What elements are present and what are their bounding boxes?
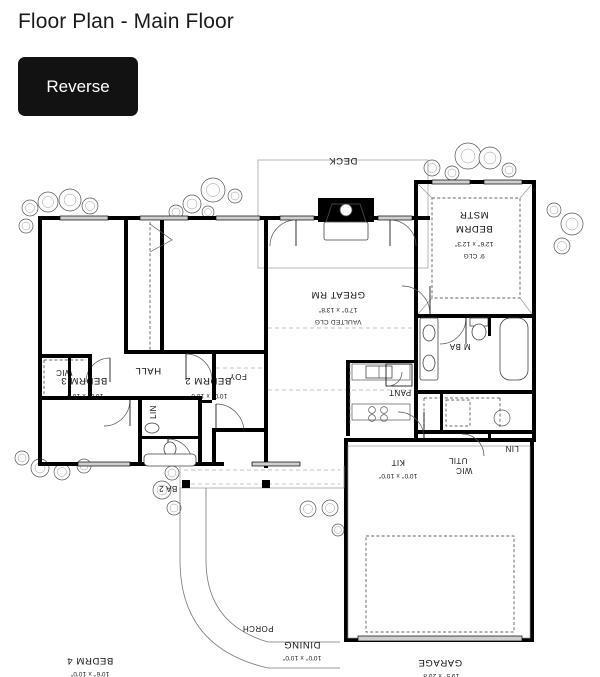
room-dim-great-rm: 17'0" x 13'8" [318,306,357,313]
room-label-util: UTIL [448,456,467,465]
room-dim-dining: 10'0" x 10'0" [282,654,321,661]
landscaping-trees [14,142,584,537]
room-dim-kit: 10'0" x 10'0" [378,472,417,479]
room-porch: PORCH [179,466,345,633]
room-label-lin1: LIN [149,405,158,419]
room-bedrm4: BEDRM 4 10'6" x 10'0" [67,396,142,677]
closet-wic-mstr: WIC [414,390,534,475]
room-dim-bedrm2: 10'0" x 10'0" [188,392,227,399]
room-label-wic-hall: WIC [56,368,73,377]
room-label-ba2: BA 2 [159,484,178,493]
room-dining: DINING 10'0" x 10'0" [212,428,321,661]
closet-lin2: LIN [488,434,519,453]
closet-wic-hall: WIC [38,354,92,400]
closet-lin1: LIN [149,400,212,426]
room-label-hall: HALL [135,365,161,376]
room-label-mstr: MSTR [459,209,488,220]
room-label-bedrm3: BEDRM 3 [61,375,107,386]
room-kit: KIT 10'0" x 10'0" [346,360,417,479]
room-foy: FOY [212,354,264,433]
room-deck: DECK [257,155,429,269]
floorplan-image[interactable]: DECK [0,128,600,677]
room-mba: M BA [414,314,536,394]
room-label-garage: GARAGE [418,657,462,668]
room-label-bedrm2: BEDRM 2 [185,375,231,386]
room-mstr-bedrm: MSTR BEDRM 12'6" x 12'3" 9' CLG [401,179,536,318]
room-label-mba: M BA [449,342,470,351]
walkway [179,488,340,669]
room-label-bedrm4: BEDRM 4 [67,655,113,666]
room-label-porch: PORCH [243,624,274,633]
house-outline [38,180,536,642]
room-great-rm: GREAT RM 17'0" x 13'8" VAULTED CLG [268,198,417,391]
room-label-kit: KIT [391,458,405,467]
room-label-lin2: LIN [505,444,519,453]
room-util: UTIL [397,394,511,465]
page-title: Floor Plan - Main Floor [18,10,234,33]
room-label-mstr2: BEDRM [455,223,492,234]
reverse-button[interactable]: Reverse [18,57,138,116]
room-label-pant: PANT [389,388,411,397]
room-label-wic-mstr: WIC [456,466,473,475]
room-dim-garage: 19'5" x 20'8" [420,672,459,677]
room-note-mstr: 9' CLG [463,252,485,259]
room-label-foy: FOY [229,372,247,381]
room-bedrm2: BEDRM 2 10'0" x 10'0" [124,215,268,399]
room-label-great-rm: GREAT RM [311,289,365,300]
room-note-great-rm: VAULTED CLG [314,318,361,325]
closet-pant: PANT [385,363,413,397]
room-dim-bedrm3: 10'0" x 10'0" [64,392,103,399]
room-garage: GARAGE 19'5" x 20'8" [347,445,531,677]
room-bedrm3: BEDRM 3 10'0" x 10'0" [59,215,189,399]
room-ba2: BA 2 [142,396,202,493]
room-label-dining: DINING [284,639,321,650]
room-label-deck: DECK [329,155,358,166]
room-hall: HALL [38,354,188,427]
room-dim-mstr: 12'6" x 12'3" [454,240,493,247]
room-dim-bedrm4: 10'6" x 10'0" [70,670,109,677]
